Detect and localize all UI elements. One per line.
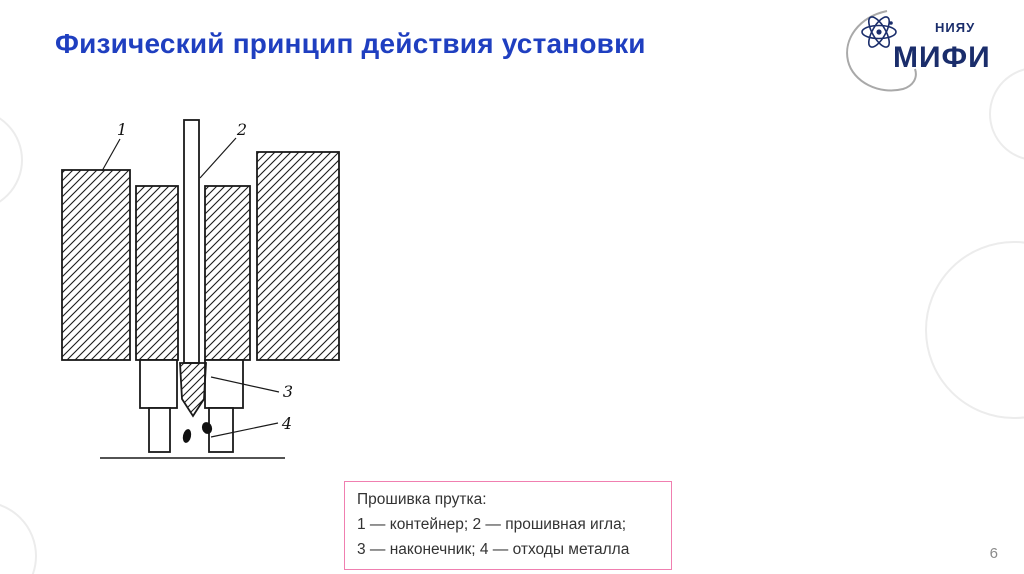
page-number: 6 — [989, 545, 998, 562]
logo-swoosh — [846, 10, 917, 92]
caption-line-2: 1 — контейнер; 2 — прошивная игла; — [357, 516, 627, 533]
atom-icon — [861, 16, 897, 48]
die-right-block — [204, 185, 251, 361]
mephi-logo: НИЯУ МИФИ — [846, 10, 991, 92]
piercing-diagram: 1 2 3 4 — [61, 119, 340, 459]
stem-right — [208, 407, 234, 453]
decor-circle — [925, 241, 1024, 419]
die-left-block — [135, 185, 179, 361]
decor-circle — [0, 117, 23, 203]
support-left — [139, 359, 178, 409]
leader-line-4 — [210, 422, 279, 438]
decor-circle — [0, 504, 37, 574]
leader-line-2 — [199, 137, 237, 179]
diagram-label-3: 3 — [283, 382, 293, 401]
leader-line-1 — [101, 138, 121, 172]
diagram-label-1: 1 — [117, 120, 127, 139]
slide-title: Физический принцип действия установки — [55, 28, 646, 59]
container-left-outer-block — [61, 169, 131, 361]
caption-line-3: 3 — наконечник; 4 — отходы металла — [357, 541, 630, 558]
container-right-outer-block — [256, 151, 340, 361]
metal-waste-drop — [201, 422, 213, 434]
leader-line-3 — [210, 376, 280, 393]
logo-niyau-text: НИЯУ — [935, 20, 975, 35]
piercing-needle — [183, 119, 200, 364]
caption-box: Прошивка прутка: 1 — контейнер; 2 — прош… — [344, 481, 672, 570]
support-right — [204, 359, 244, 409]
needle-tip — [179, 362, 207, 418]
metal-waste-drop — [182, 429, 192, 443]
diagram-label-2: 2 — [236, 120, 247, 139]
logo-mephi-text: МИФИ — [893, 41, 991, 74]
caption-line-1: Прошивка прутка: — [357, 491, 487, 508]
diagram-label-4: 4 — [281, 414, 292, 433]
stem-left — [148, 407, 171, 453]
